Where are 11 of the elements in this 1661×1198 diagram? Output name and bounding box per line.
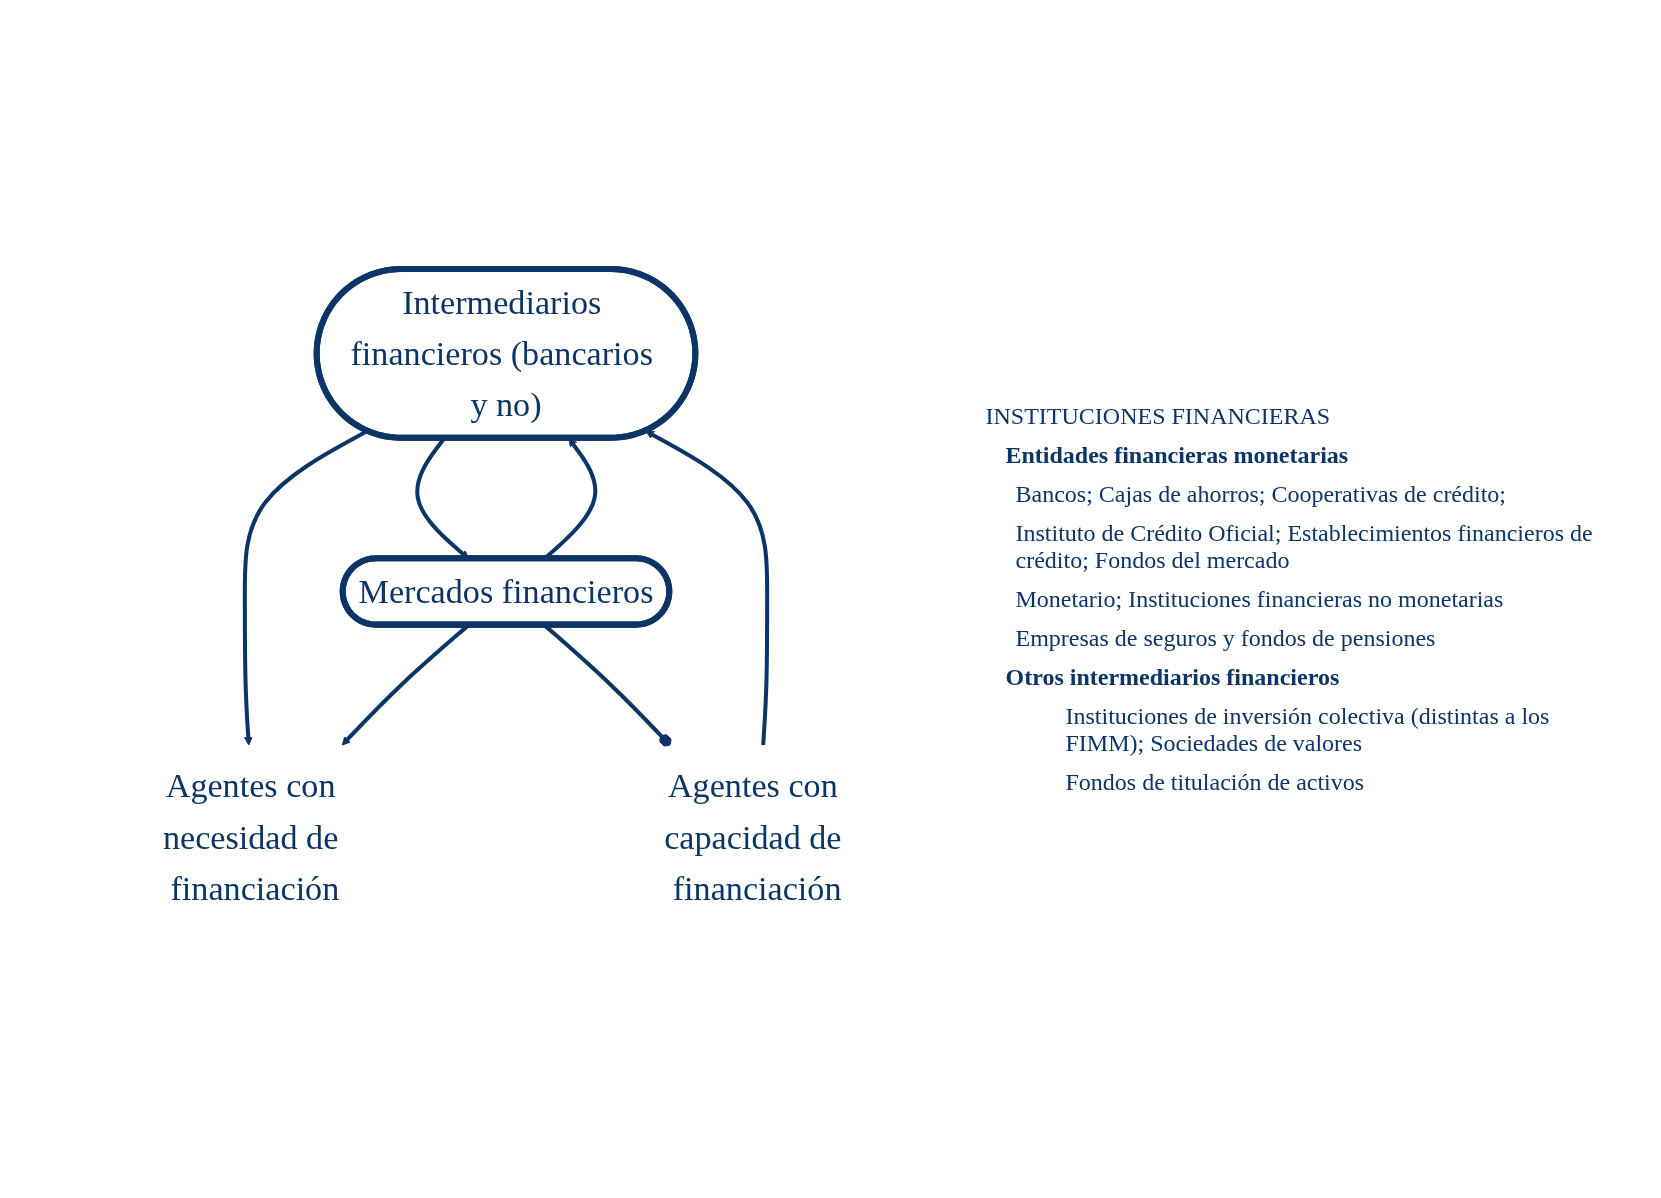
list-item: Fondos de titulación de activos: [1065, 768, 1366, 796]
list-item: Otros intermediarios financieros: [1005, 663, 1341, 691]
list-item: Empresas de seguros y fondos de pensiones: [1015, 624, 1437, 652]
node-text: Agentes con necesidad de financiación: [162, 767, 339, 907]
list-item: Instituciones de inversión colectiva (distintas a los FIMM); Sociedades de valores: [1065, 702, 1551, 757]
list-item: Instituto de Crédito Oficial; Establecimientos financieros de crédito; Fondos del mercado: [1015, 519, 1594, 574]
heading: INSTITUCIONES FINANCIERAS: [985, 402, 1332, 430]
node-text: Agentes con capacidad de financiación: [663, 767, 841, 907]
list-item: Entidades financieras monetarias: [1005, 441, 1350, 469]
list-item: Bancos; Cajas de ahorros; Cooperativas de crédito;: [1015, 480, 1508, 508]
list-item: Monetario; Instituciones financieras no monetarias: [1015, 585, 1505, 613]
